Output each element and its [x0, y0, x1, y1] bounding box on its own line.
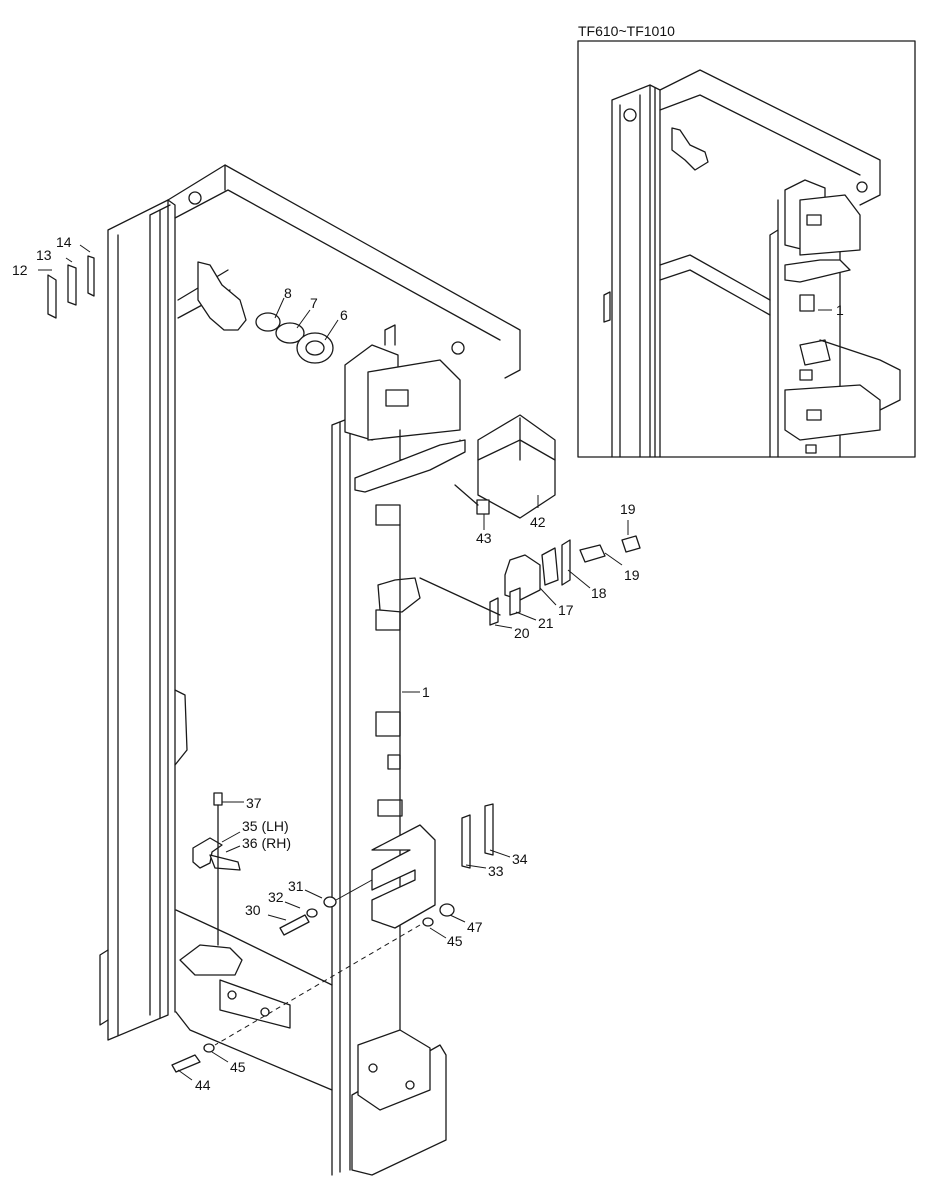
callout-label-21: 21 [538, 615, 554, 631]
part-6-8-bearing [255, 312, 334, 364]
callout-label-33: 33 [488, 863, 504, 879]
part-44-47-hardware [171, 903, 455, 1073]
callout-label-6: 6 [340, 307, 348, 323]
callout-label-8: 8 [284, 285, 292, 301]
callout-label-44: 44 [195, 1077, 211, 1093]
inset-frame [577, 40, 916, 458]
callout-label-34: 34 [512, 851, 528, 867]
callout-label-37: 37 [246, 795, 262, 811]
callout-leaders [38, 244, 629, 1081]
callout-label-30: 30 [245, 902, 261, 918]
callout-label-19-top: 19 [620, 501, 636, 517]
callout-label-14: 14 [56, 234, 72, 250]
main-mast-drawing [99, 164, 521, 1176]
part-30-32-fasteners [279, 879, 373, 936]
callout-label-45-lower: 45 [230, 1059, 246, 1075]
inset-mast-drawing [603, 69, 901, 458]
part-17-21-clamp [419, 535, 641, 626]
callout-label-20: 20 [514, 625, 530, 641]
callout-label-18: 18 [591, 585, 607, 601]
inset-panel: TF610~TF1010 [577, 23, 916, 458]
callout-label-1: 1 [422, 684, 430, 700]
part-33-34-plates [461, 803, 494, 869]
callout-label-36-rh: 36 (RH) [242, 835, 291, 851]
callout-label-13: 13 [36, 247, 52, 263]
part-12-14-plates [47, 255, 95, 319]
callout-label-19-side: 19 [624, 567, 640, 583]
part-42-guard [477, 414, 556, 519]
callout-label-17: 17 [558, 602, 574, 618]
callout-label-1-inset: 1 [836, 302, 844, 318]
callout-label-47: 47 [467, 919, 483, 935]
callout-label-7: 7 [310, 295, 318, 311]
callout-label-45-upper: 45 [447, 933, 463, 949]
part-43-bolt [454, 484, 490, 515]
callout-label-32: 32 [268, 889, 284, 905]
callout-1-inset: 1 [818, 302, 844, 318]
part-35-37-bracket [192, 792, 241, 946]
callout-label-35-lh: 35 (LH) [242, 818, 289, 834]
callout-labels: 12 13 14 8 7 6 42 43 1 19 19 18 17 21 20… [12, 234, 640, 1093]
callout-label-12: 12 [12, 262, 28, 278]
callout-label-43: 43 [476, 530, 492, 546]
callout-label-42: 42 [530, 514, 546, 530]
inset-title: TF610~TF1010 [578, 23, 675, 39]
callout-label-31: 31 [288, 878, 304, 894]
